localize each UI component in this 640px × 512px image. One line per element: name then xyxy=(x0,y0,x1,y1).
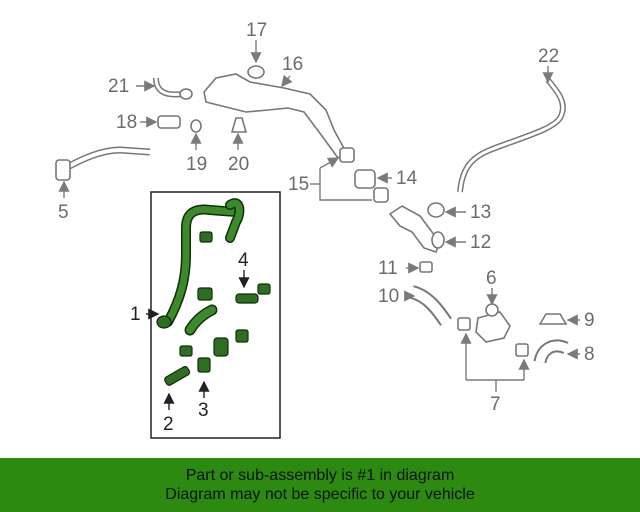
callout-14[interactable]: 14 xyxy=(396,168,418,189)
banner-line-2: Diagram may not be specific to your vehi… xyxy=(165,486,475,503)
callout-1[interactable]: 1 xyxy=(130,304,141,325)
callout-20[interactable]: 20 xyxy=(228,154,249,175)
callout-10[interactable]: 10 xyxy=(378,286,399,307)
callout-3[interactable]: 3 xyxy=(198,400,209,421)
callout-19[interactable]: 19 xyxy=(186,154,207,175)
callout-17[interactable]: 17 xyxy=(246,20,267,41)
hose-assembly-highlight[interactable] xyxy=(156,198,271,386)
callout-15[interactable]: 15 xyxy=(288,174,309,195)
callout-4[interactable]: 4 xyxy=(238,250,249,271)
callout-6[interactable]: 6 xyxy=(486,268,497,289)
callout-8[interactable]: 8 xyxy=(584,344,595,365)
callout-12[interactable]: 12 xyxy=(470,232,491,253)
callout-5[interactable]: 5 xyxy=(58,202,69,223)
banner-line-1: Part or sub-assembly is #1 in diagram xyxy=(185,467,455,484)
info-banner: Part or sub-assembly is #1 in diagram Di… xyxy=(0,458,640,512)
callout-21[interactable]: 21 xyxy=(108,76,129,97)
callout-22[interactable]: 22 xyxy=(538,46,559,67)
callout-2[interactable]: 2 xyxy=(163,414,174,435)
callout-7[interactable]: 7 xyxy=(490,394,501,415)
callout-9[interactable]: 9 xyxy=(584,310,595,331)
callout-13[interactable]: 13 xyxy=(470,202,491,223)
callout-16[interactable]: 16 xyxy=(282,54,303,75)
callout-11[interactable]: 11 xyxy=(378,258,398,279)
parts-diagram: 1 2 3 4 5 6 7 8 9 10 11 12 13 14 15 16 1… xyxy=(55,18,595,439)
callout-18[interactable]: 18 xyxy=(116,112,137,133)
